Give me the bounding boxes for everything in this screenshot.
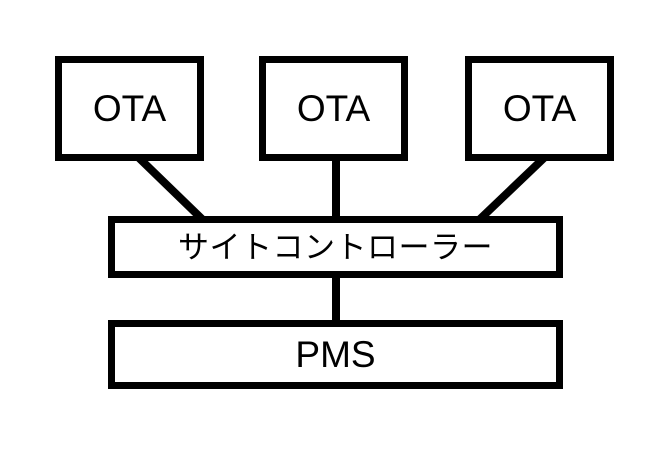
connector-ota-1-to-site-controller <box>135 154 206 223</box>
connector-ota-3-to-site-controller <box>476 154 548 223</box>
node-ota-3-label: OTA <box>502 88 577 129</box>
node-ota-1-label: OTA <box>92 88 167 129</box>
node-site-controller-label: サイトコントローラー <box>178 229 493 265</box>
node-ota-2-label: OTA <box>296 88 371 129</box>
node-ota-1: OTA <box>55 56 204 161</box>
node-ota-2: OTA <box>259 56 408 161</box>
node-site-controller: サイトコントローラー <box>108 216 563 278</box>
node-pms-label: PMS <box>295 334 376 375</box>
node-pms: PMS <box>108 320 563 389</box>
node-ota-3: OTA <box>465 56 614 161</box>
